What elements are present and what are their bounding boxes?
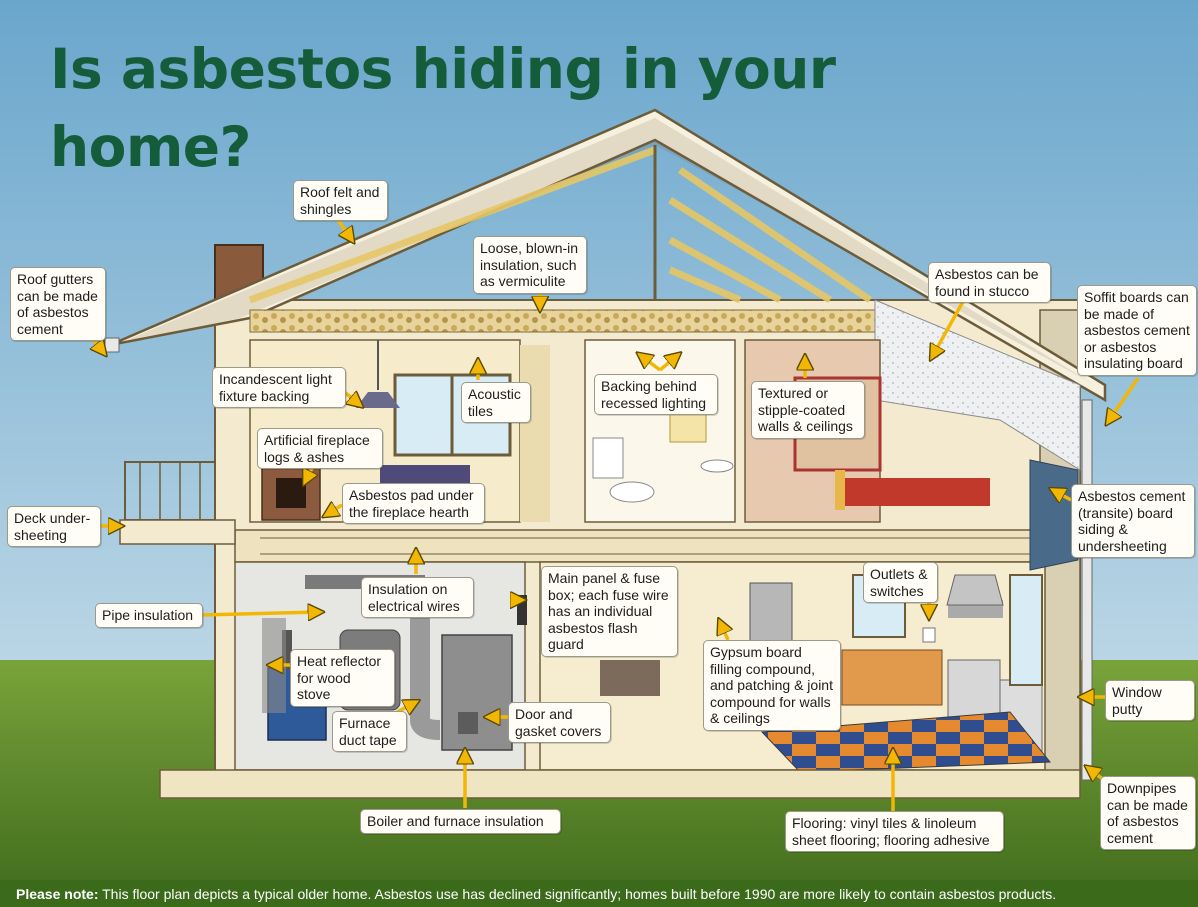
label-heat-reflector: Heat reflector for wood stove	[290, 649, 395, 707]
label-incandescent: Incandescent light fixture backing	[212, 367, 346, 408]
label-textured: Textured or stipple-coated walls & ceili…	[751, 381, 865, 439]
label-siding: Asbestos cement (transite) board siding …	[1071, 484, 1195, 558]
footnote-lead: Please note:	[16, 886, 99, 902]
label-window-putty: Window putty	[1105, 680, 1195, 721]
label-pipe-insulation: Pipe insulation	[95, 603, 203, 628]
label-acoustic: Acoustic tiles	[461, 382, 531, 423]
label-boiler: Boiler and furnace insulation	[360, 809, 561, 834]
label-fireplace-logs: Artificial fireplace logs & ashes	[257, 428, 383, 469]
label-roof-felt: Roof felt and shingles	[293, 180, 388, 221]
label-gypsum: Gypsum board filling compound, and patch…	[703, 640, 841, 731]
label-loose-insulation: Loose, blown-in insulation, such as verm…	[473, 236, 587, 294]
label-electrical-insulation: Insulation on electrical wires	[361, 577, 474, 618]
footnote-text: This floor plan depicts a typical older …	[98, 886, 1057, 902]
label-stucco: Asbestos can be found in stucco	[928, 262, 1051, 303]
label-recessed: Backing behind recessed lighting	[594, 374, 718, 415]
label-duct-tape: Furnace duct tape	[332, 711, 407, 752]
label-roof-gutters: Roof gutters can be made of asbestos cem…	[10, 267, 106, 341]
label-outlets: Outlets & switches	[863, 562, 938, 603]
label-door-gasket: Door and gasket covers	[508, 702, 611, 743]
label-soffit: Soffit boards can be made of asbestos ce…	[1077, 285, 1197, 376]
label-downpipes: Downpipes can be made of asbestos cement	[1100, 776, 1196, 850]
page-title: Is asbestos hiding in your home?	[50, 37, 836, 179]
label-deck: Deck under-sheeting	[7, 506, 101, 547]
label-main-panel: Main panel & fuse box; each fuse wire ha…	[541, 566, 678, 657]
label-flooring: Flooring: vinyl tiles & linoleum sheet f…	[785, 811, 1004, 852]
footnote: Please note: This floor plan depicts a t…	[16, 886, 1186, 902]
label-fireplace-pad: Asbestos pad under the fireplace hearth	[342, 483, 485, 524]
